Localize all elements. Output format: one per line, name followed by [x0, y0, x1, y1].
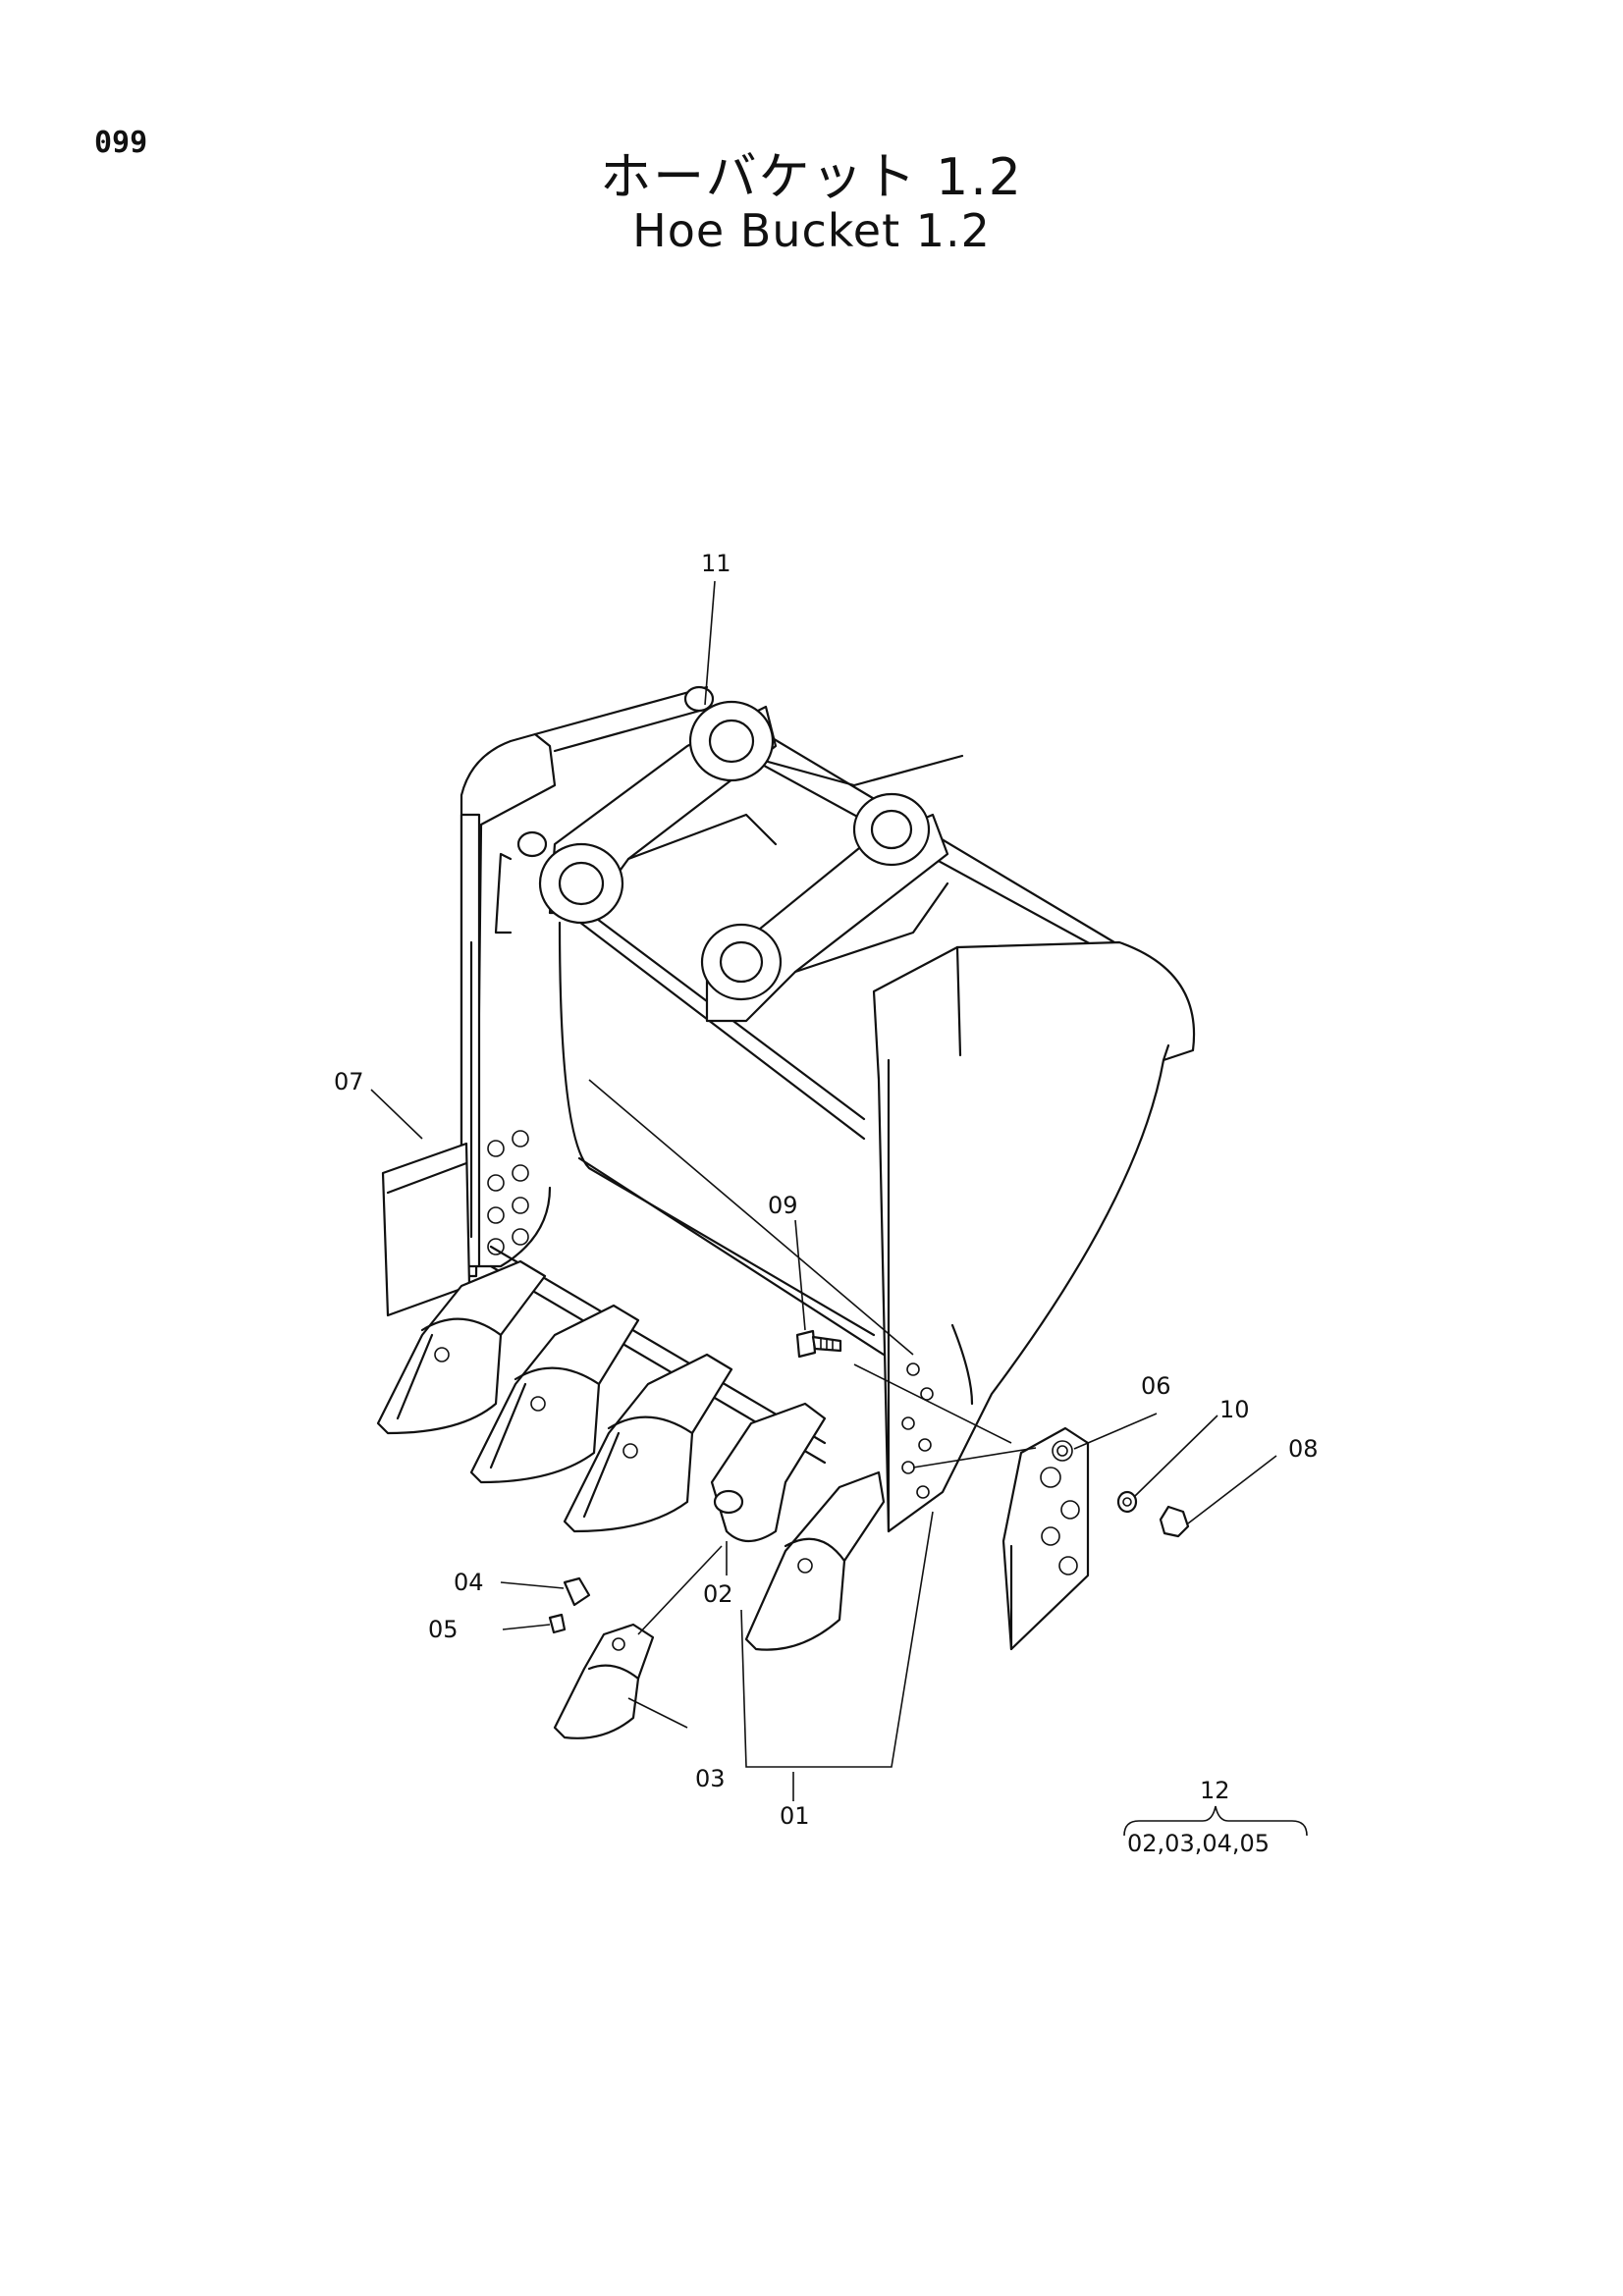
side-cutter-right — [1001, 1426, 1090, 1651]
callout-06: 06 — [1141, 1372, 1171, 1400]
tooth-pin — [563, 1576, 591, 1607]
teeth-row — [376, 1245, 886, 1651]
callout-12: 12 — [1200, 1777, 1230, 1804]
callout-10: 10 — [1219, 1396, 1250, 1423]
page-title-english: Hoe Bucket 1.2 — [632, 204, 991, 257]
callout-01: 01 — [780, 1802, 810, 1830]
tooth-lock — [548, 1613, 567, 1634]
tooth-adapter — [710, 1402, 827, 1543]
washer — [1116, 1490, 1138, 1514]
callout-05: 05 — [428, 1616, 459, 1643]
page-number: 099 — [94, 126, 148, 160]
page-title-japanese: ホーバケット 1.2 — [600, 148, 1023, 207]
nut — [1159, 1505, 1190, 1538]
callout-labels: 11 07 09 06 10 08 04 05 02 03 01 12 02,0… — [334, 550, 1319, 1857]
callout-02: 02 — [703, 1580, 733, 1608]
tooth-1 — [376, 1259, 547, 1435]
tooth-3 — [563, 1353, 733, 1533]
callout-11: 11 — [701, 550, 731, 577]
callout-08: 08 — [1288, 1435, 1319, 1463]
callout-07: 07 — [334, 1068, 364, 1095]
kit-brace — [1123, 1805, 1308, 1837]
bolt — [795, 1329, 842, 1359]
callout-09: 09 — [768, 1192, 798, 1219]
boss-bracket — [516, 685, 949, 1023]
bucket-body — [460, 685, 1196, 1533]
loose-tooth — [553, 1623, 655, 1739]
callout-04: 04 — [454, 1569, 484, 1596]
leader-lines — [370, 580, 1277, 1801]
callout-12-components: 02,03,04,05 — [1127, 1830, 1270, 1857]
tooth-5 — [744, 1470, 886, 1651]
callout-03: 03 — [695, 1765, 726, 1792]
tooth-2 — [469, 1304, 640, 1484]
